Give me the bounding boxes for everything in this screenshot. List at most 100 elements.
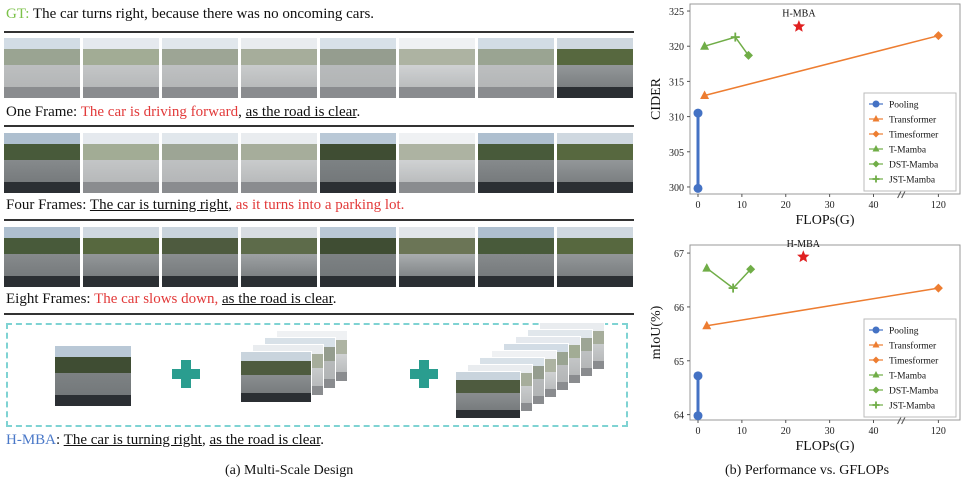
correct-text: The car is turning right <box>89 197 229 213</box>
row-label: Four Frames: <box>6 197 90 213</box>
video-frame <box>399 38 475 98</box>
y-tick-label: 325 <box>669 7 684 18</box>
t-mamba-point <box>700 41 710 50</box>
legend-label: DST-Mamba <box>889 387 939 397</box>
frame-strip-four <box>4 133 634 193</box>
x-tick-label: 0 <box>696 426 701 437</box>
divider <box>4 31 634 33</box>
jst-mamba-point <box>728 283 738 293</box>
video-frame <box>478 227 554 287</box>
video-frame <box>83 38 159 98</box>
video-frame <box>4 38 80 98</box>
x-tick-label: 40 <box>869 200 879 211</box>
period: . <box>320 432 325 448</box>
frame-strip-one <box>4 38 634 98</box>
pooling-point <box>693 108 703 118</box>
legend-label: DST-Mamba <box>889 161 939 171</box>
h-mba-point <box>797 250 810 263</box>
y-axis-label: CIDER <box>649 77 664 120</box>
y-tick-label: 305 <box>669 148 684 159</box>
dst-mamba-point <box>746 264 756 274</box>
gt-text: The car turns right, because there was n… <box>29 6 375 22</box>
video-frame <box>4 227 80 287</box>
video-frame <box>162 133 238 193</box>
x-tick-label: 10 <box>737 200 747 211</box>
wrong-text: The car slows down, <box>94 291 219 307</box>
subfigure-caption-a: (a) Multi-Scale Design <box>225 463 354 478</box>
plot-area <box>689 244 961 421</box>
plus-icon <box>172 360 200 388</box>
legend-marker <box>872 175 880 183</box>
legend-marker <box>872 371 880 378</box>
video-frame <box>557 227 633 287</box>
legend-marker <box>872 100 880 108</box>
y-tick-label: 320 <box>669 42 684 53</box>
video-frame <box>4 133 80 193</box>
separator: , <box>228 197 236 213</box>
legend-marker <box>872 130 880 138</box>
divider <box>4 219 634 221</box>
legend-marker <box>872 356 880 364</box>
x-tick-label: 120 <box>931 426 946 437</box>
divider <box>4 125 634 127</box>
y-tick-label: 300 <box>669 183 684 194</box>
video-frame <box>241 38 317 98</box>
video-frame <box>240 351 312 403</box>
correct-text: as the road is clear <box>221 291 333 307</box>
video-frame <box>557 133 633 193</box>
x-axis-label: FLOPs(G) <box>795 439 854 454</box>
y-tick-label: 310 <box>669 113 684 124</box>
legend-label: Transformer <box>889 115 937 126</box>
video-frame <box>83 227 159 287</box>
gt-label: GT: <box>6 6 30 22</box>
divider <box>4 313 634 315</box>
legend-label: JST-Mamba <box>889 176 936 186</box>
pooling-point <box>693 183 703 193</box>
hmba-caption: H-MBA: The car is turning right, as the … <box>6 431 324 449</box>
video-frame <box>455 371 521 419</box>
frame-stack-large <box>455 322 615 422</box>
y-tick-label: 315 <box>669 77 684 88</box>
video-frame <box>162 227 238 287</box>
legend-marker <box>872 145 880 152</box>
eight-frames-caption: Eight Frames: The car slows down, as the… <box>6 290 337 308</box>
separator: , <box>238 104 246 120</box>
video-frame <box>320 38 396 98</box>
x-tick-label: 0 <box>696 200 701 211</box>
legend-label: Pooling <box>889 101 919 111</box>
legend-marker <box>872 160 880 168</box>
y-tick-label: 67 <box>674 249 684 260</box>
timesformer-point <box>933 31 943 41</box>
pooling-point <box>693 411 703 421</box>
hmba-label: H-MBA <box>6 432 57 448</box>
video-frame <box>55 346 131 406</box>
legend-box <box>863 92 957 192</box>
transformer-point <box>700 90 710 99</box>
x-tick-label: 20 <box>781 200 791 211</box>
legend-label: Transformer <box>889 341 937 352</box>
single-frame-image <box>55 346 131 406</box>
separator: , <box>201 432 210 448</box>
video-frame <box>241 133 317 193</box>
video-frame <box>320 227 396 287</box>
video-frame <box>399 133 475 193</box>
plot-area <box>689 3 961 195</box>
row-label: One Frame: <box>6 104 81 120</box>
legend-label: Pooling <box>889 327 919 337</box>
series-line <box>706 267 752 290</box>
legend-marker <box>872 401 880 409</box>
video-frame <box>241 227 317 287</box>
pooling-point <box>693 371 703 381</box>
correct-text: The car is turning right <box>63 432 202 448</box>
dst-mamba-point <box>743 50 753 60</box>
x-tick-label: 30 <box>825 200 835 211</box>
frame-stack-small <box>240 330 360 420</box>
h-mba-point <box>792 20 806 32</box>
x-tick-label: 10 <box>737 426 747 437</box>
timesformer-point <box>933 283 943 293</box>
subfigure-caption-b: (b) Performance vs. GFLOPs <box>725 463 890 478</box>
legend-label: T-Mamba <box>889 372 927 382</box>
x-axis-label: FLOPs(G) <box>795 213 854 228</box>
